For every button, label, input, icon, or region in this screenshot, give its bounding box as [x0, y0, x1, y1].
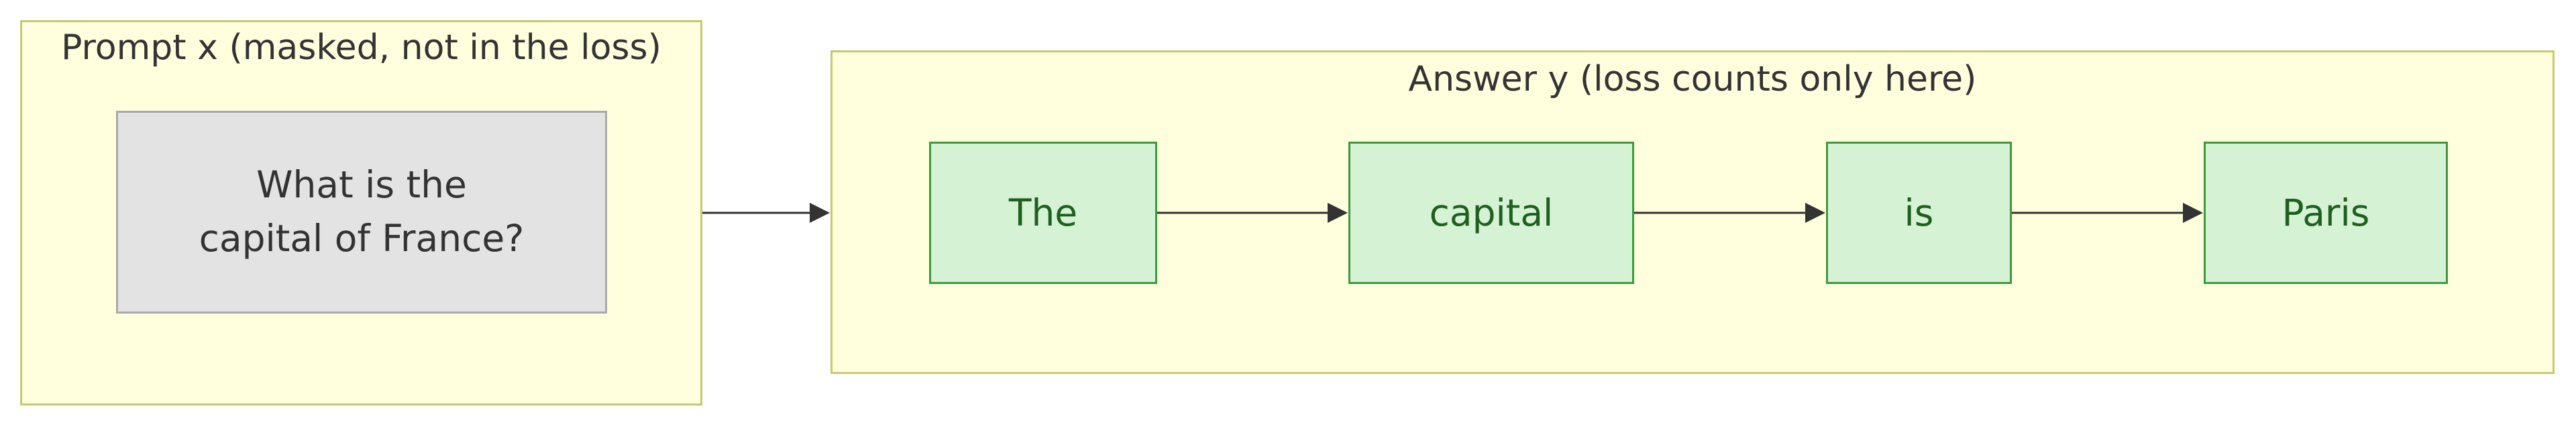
prompt-node-line-1: What is the: [256, 163, 467, 207]
token-label-the: The: [1008, 191, 1078, 234]
prompt-cluster-label: Prompt x (masked, not in the loss): [61, 28, 661, 68]
token-label-is: is: [1904, 191, 1934, 234]
answer-cluster-label: Answer y (loss counts only here): [1408, 59, 1977, 99]
token-node-the: The: [929, 142, 1157, 284]
token-label-capital: capital: [1429, 191, 1554, 234]
token-node-paris: Paris: [2204, 142, 2448, 284]
token-label-paris: Paris: [2282, 191, 2370, 234]
prompt-node-line-2: capital of France?: [199, 217, 525, 260]
token-node-is: is: [1826, 142, 2012, 284]
prompt-node-text: What is the capital of France?: [199, 158, 525, 266]
token-node-capital: capital: [1348, 142, 1634, 284]
prompt-node: What is the capital of France?: [116, 111, 607, 314]
